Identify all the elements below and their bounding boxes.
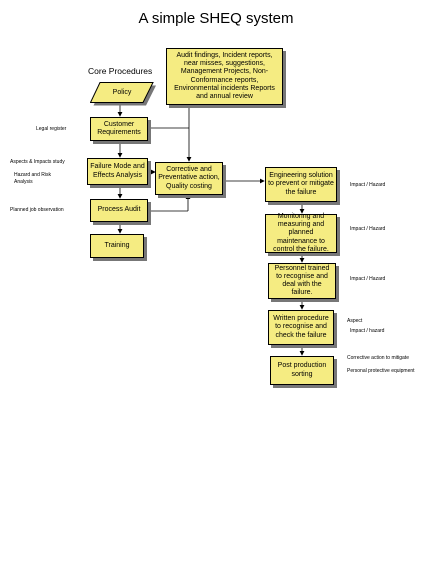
- personnel-trained-box: Personnel trained to recognise and deal …: [268, 263, 336, 299]
- process-audit-label: Process Audit: [97, 206, 141, 214]
- post-production-label: Post production sorting: [277, 362, 327, 378]
- diagram-title: A simple SHEQ system: [138, 10, 294, 27]
- note-impact-1: Impact / Hazard: [350, 182, 386, 188]
- note-aspect: Aspect: [347, 318, 363, 324]
- written-procedure-label: Written procedure to recognise and check…: [273, 315, 329, 339]
- audit-findings-box: Audit findings, Incident reports, near m…: [166, 48, 283, 105]
- training-box: Training: [90, 234, 144, 258]
- policy-label: Policy: [112, 89, 132, 96]
- process-audit-box: Process Audit: [90, 199, 148, 222]
- note-aspects-impacts: Aspects & Impacts study: [10, 159, 65, 165]
- note-planned-job: Planned job observation: [10, 207, 64, 213]
- note-impact-2: Impact / Hazard: [350, 226, 386, 232]
- policy-parallelogram-shape: [90, 82, 156, 106]
- core-procedures-label: Core Procedures: [88, 66, 153, 76]
- engineering-solution-label: Engineering solution to prevent or mitig…: [268, 172, 334, 196]
- note-legal-register: Legal register: [36, 126, 67, 132]
- monitoring-label: Monitoring and measuring and planned mai…: [273, 213, 329, 253]
- corrective-action-label: Corrective and Preventative action, Qual…: [158, 166, 220, 190]
- fmea-label: Failure Mode and Effects Analysis: [90, 163, 145, 179]
- customer-requirements-box: Customer Requirements: [90, 117, 148, 141]
- personnel-trained-label: Personnel trained to recognise and deal …: [274, 264, 330, 297]
- customer-requirements-label: Customer Requirements: [97, 120, 141, 136]
- note-impact-4: Impact / hazard: [350, 328, 385, 334]
- policy-box: Policy: [90, 82, 156, 106]
- corrective-action-box: Corrective and Preventative action, Qual…: [155, 162, 223, 195]
- note-corrective-action: Corrective action to mitigate: [347, 355, 409, 361]
- audit-findings-label: Audit findings, Incident reports, near m…: [174, 52, 275, 100]
- fmea-box: Failure Mode and Effects Analysis: [87, 158, 148, 185]
- note-ppe: Personal protective equipment: [347, 368, 415, 374]
- training-label: Training: [104, 241, 130, 249]
- engineering-solution-box: Engineering solution to prevent or mitig…: [265, 167, 337, 202]
- written-procedure-box: Written procedure to recognise and check…: [268, 310, 334, 345]
- note-impact-3: Impact / Hazard: [350, 276, 386, 282]
- note-hazard-risk: Hazard and Risk Analysis: [14, 172, 51, 185]
- monitoring-box: Monitoring and measuring and planned mai…: [265, 213, 337, 253]
- post-production-box: Post production sorting: [270, 356, 334, 385]
